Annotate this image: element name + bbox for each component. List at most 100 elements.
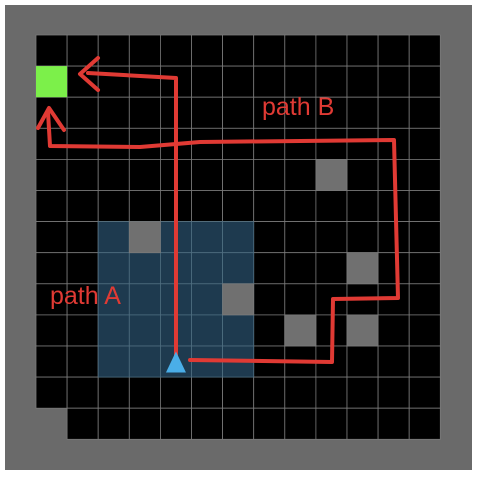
grid-cell (128, 96, 161, 129)
grid-cell (284, 221, 317, 254)
grid-cell (253, 221, 286, 254)
grid-cell (346, 376, 379, 409)
grid-cell (408, 252, 441, 285)
grid-cell (253, 65, 286, 98)
grid-cell (66, 190, 99, 223)
grid-cell (35, 314, 68, 347)
grid-cell (66, 376, 99, 409)
grid-cell (377, 221, 410, 254)
grid-cell (284, 190, 317, 223)
view-region-cell (97, 345, 130, 378)
grid-cell (377, 345, 410, 378)
goal-square-icon (36, 66, 68, 98)
grid-cell (97, 376, 130, 409)
grid-cell (346, 345, 379, 378)
grid-cell (35, 376, 68, 409)
grid-cell (222, 96, 255, 129)
grid-cell (346, 65, 379, 98)
grid-cell (35, 190, 68, 223)
grid-cell (253, 376, 286, 409)
grid-cell (222, 34, 255, 67)
grid-cell (253, 34, 286, 67)
wall-block (222, 283, 255, 316)
grid-cell (377, 314, 410, 347)
view-region-cell (222, 314, 255, 347)
grid-cell (128, 65, 161, 98)
grid-cell (159, 34, 192, 67)
grid-cell (377, 376, 410, 409)
path-a-label: path A (50, 282, 121, 310)
path-annotations (36, 56, 400, 364)
grid-cell (377, 65, 410, 98)
grid-cell (377, 34, 410, 67)
grid-cell (191, 65, 224, 98)
grid-cell (222, 127, 255, 160)
grid-cell (66, 96, 99, 129)
grid-cell (159, 376, 192, 409)
view-region-cell (128, 314, 161, 347)
grid-cell (253, 283, 286, 316)
grid-cell (159, 407, 192, 440)
grid-cell (408, 314, 441, 347)
grid-cell (66, 127, 99, 160)
grid-cell (35, 252, 68, 285)
view-region-cell (128, 252, 161, 285)
grid-cell (66, 314, 99, 347)
grid-cell (222, 407, 255, 440)
grid-cell (408, 190, 441, 223)
view-region-cell (97, 221, 130, 254)
grid-cell (253, 252, 286, 285)
grid-cell (222, 376, 255, 409)
path-b-arrowhead-icon (36, 106, 66, 132)
view-region-cell (191, 252, 224, 285)
grid-cell (408, 345, 441, 378)
grid-cell (408, 283, 441, 316)
grid-cell (346, 34, 379, 67)
grid-cell (66, 252, 99, 285)
path-a-line (86, 71, 178, 360)
grid-cell (66, 158, 99, 191)
grid-cell (284, 34, 317, 67)
grid-cell (35, 221, 68, 254)
grid-cell (284, 127, 317, 160)
grid-cell (315, 65, 348, 98)
grid-cell (315, 190, 348, 223)
path-b-line (46, 110, 400, 364)
grid-cell (253, 127, 286, 160)
grid-cell (284, 376, 317, 409)
grid-cell (253, 158, 286, 191)
grid-cell (408, 34, 441, 67)
grid-cell (346, 190, 379, 223)
grid-cell (377, 96, 410, 129)
wall-block (284, 314, 317, 347)
grid-cell (191, 158, 224, 191)
grid-cell (408, 376, 441, 409)
view-region-cell (222, 221, 255, 254)
grid-cell (128, 158, 161, 191)
grid-cell (315, 34, 348, 67)
grid-cell (346, 127, 379, 160)
wall-block (315, 158, 348, 191)
grid-cell (97, 96, 130, 129)
grid-cell (253, 314, 286, 347)
grid-cell (66, 407, 99, 440)
grid-cell (408, 407, 441, 440)
wall-block (128, 221, 161, 254)
grid-cell (97, 190, 130, 223)
grid-cell (315, 407, 348, 440)
wall-block (346, 252, 379, 285)
grid-cell (191, 407, 224, 440)
grid-cell (253, 190, 286, 223)
grid-cell (253, 407, 286, 440)
grid-cell (346, 407, 379, 440)
grid-cell (377, 407, 410, 440)
wall-block (346, 314, 379, 347)
grid-cell (35, 158, 68, 191)
grid-cell (66, 221, 99, 254)
path-b-label: path B (262, 93, 334, 121)
grid-cell (97, 65, 130, 98)
grid-cell (377, 252, 410, 285)
grid-cell (35, 345, 68, 378)
grid-cell (408, 158, 441, 191)
